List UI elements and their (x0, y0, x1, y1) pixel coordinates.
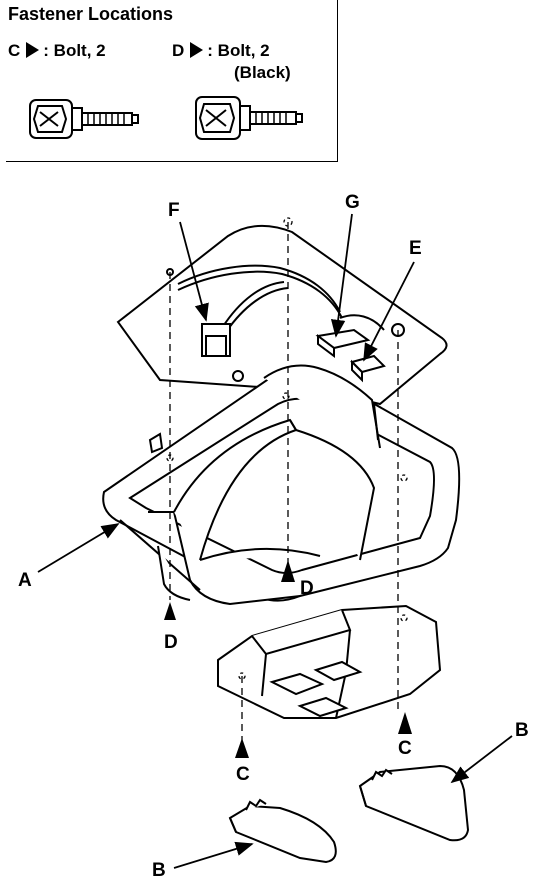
callout-f: F (168, 200, 180, 221)
legend-title: Fastener Locations (8, 4, 174, 24)
marker-d-center (281, 560, 295, 582)
legend-frame (6, 0, 338, 162)
lens-module (217, 604, 442, 719)
callout-d-center: D (300, 578, 314, 599)
legend-letter-c: C (8, 41, 21, 60)
lens-cover-right (358, 764, 470, 842)
leader-lines (37, 213, 513, 869)
console-housing (102, 364, 461, 606)
callout-c-left: C (236, 764, 250, 785)
legend-item-c: C : Bolt, 2 (8, 41, 106, 61)
alignment-lines (166, 217, 408, 740)
legend-letter-d: D (172, 41, 185, 60)
callout-c-right: C (398, 738, 412, 759)
fastener-markers (164, 560, 412, 758)
marker-d-left (164, 602, 176, 620)
bolt-d-icon (195, 96, 303, 140)
marker-c-right (398, 712, 412, 734)
callout-e: E (409, 238, 422, 259)
lens-cover-left (228, 798, 337, 864)
arrow-marker-icon (190, 42, 204, 58)
callout-g: G (345, 192, 360, 213)
callout-a: A (18, 570, 32, 591)
connector-f (201, 323, 231, 357)
marker-c-left (235, 738, 249, 758)
legend-text-c: : Bolt, 2 (43, 41, 106, 60)
legend-text-d: : Bolt, 2 (207, 41, 270, 60)
callout-d-left: D (164, 632, 178, 653)
legend-item-d: D : Bolt, 2 (172, 41, 270, 61)
bolt-c-icon (29, 99, 139, 139)
callout-b-left: B (152, 860, 166, 881)
callout-b-right: B (515, 720, 529, 741)
arrow-marker-icon (26, 42, 40, 58)
legend-sub-d: (Black) (234, 63, 291, 82)
